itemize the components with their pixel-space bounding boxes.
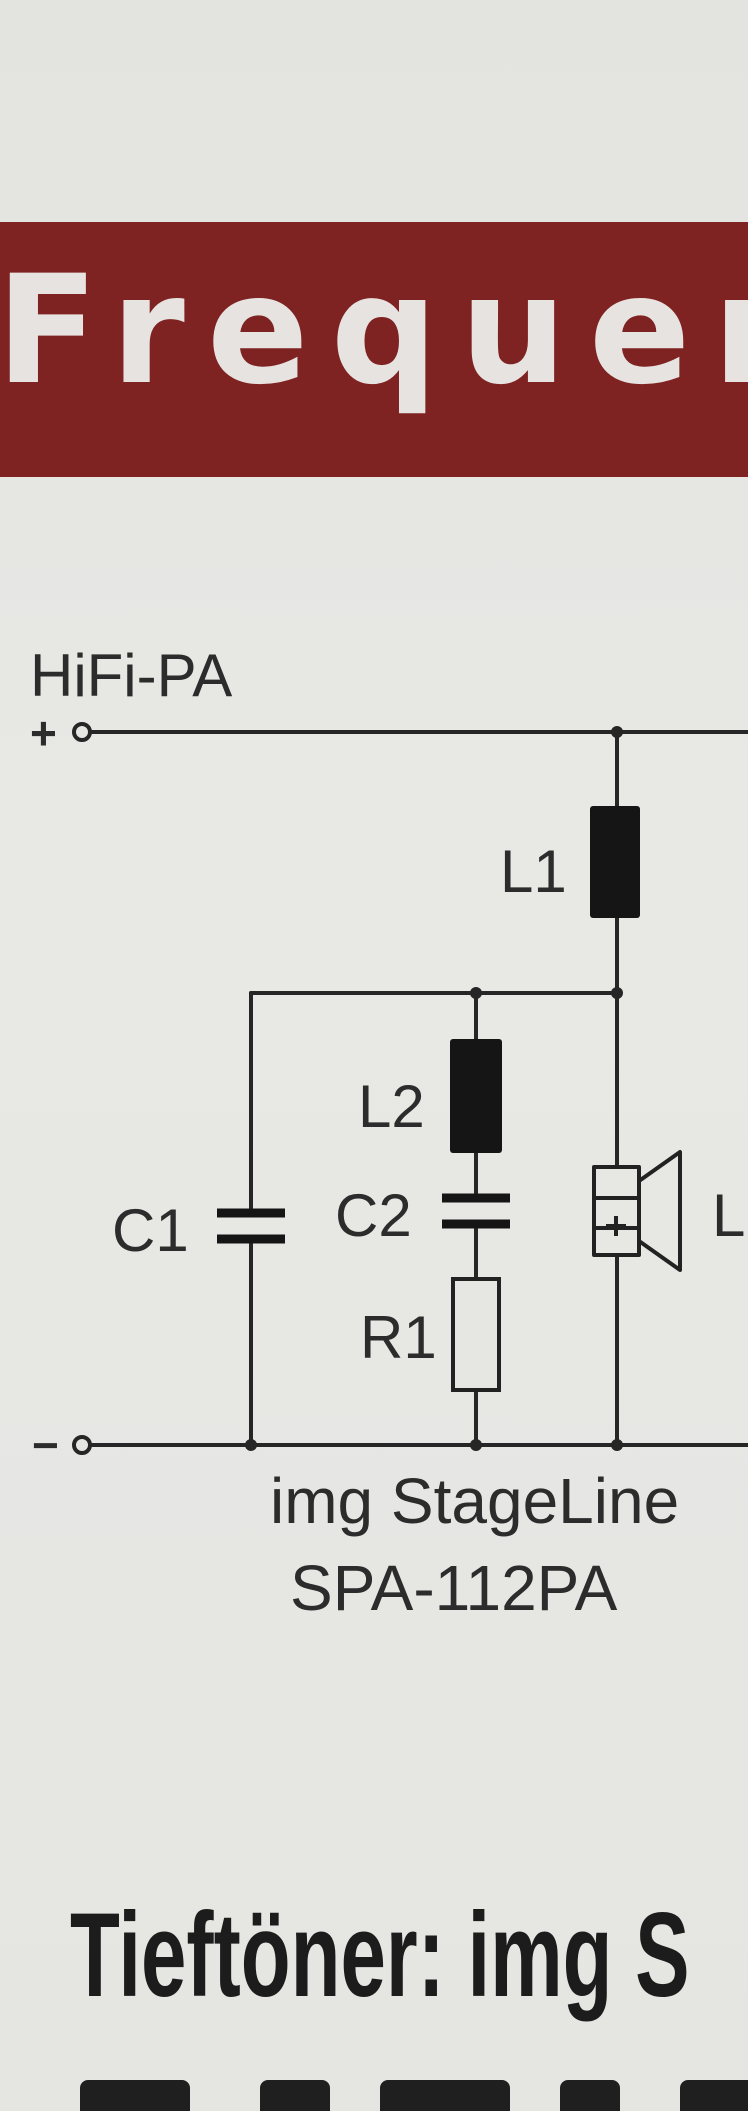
inductor-l1-body <box>590 806 640 918</box>
terminal-circle <box>72 722 92 742</box>
inductor-l2-body <box>450 1039 502 1153</box>
section-banner: Frequenzw <box>0 222 748 477</box>
minus-symbol: − <box>32 1419 59 1471</box>
c2-label: C2 <box>335 1182 412 1249</box>
banner-title: Frequenzw <box>0 244 748 418</box>
plus-symbol: + <box>30 707 57 759</box>
cropped-word <box>80 2080 190 2111</box>
speaker-plus-mark <box>606 1216 626 1236</box>
junction-dot <box>611 987 623 999</box>
junction-dot <box>611 726 623 738</box>
cropped-word <box>560 2080 620 2111</box>
l2-label: L2 <box>358 1073 425 1140</box>
speaker-icon <box>592 1150 682 1272</box>
cropped-word <box>380 2080 510 2111</box>
next-text-line-cropped <box>60 2080 748 2111</box>
r1-label: R1 <box>360 1304 437 1371</box>
input-label: HiFi-PA <box>30 642 232 709</box>
speaker-magnet <box>592 1165 641 1257</box>
speaker-label: L <box>712 1182 745 1249</box>
capacitor-c1-symbol <box>217 1208 285 1244</box>
wires <box>88 730 748 1447</box>
c1-label: C1 <box>112 1197 189 1264</box>
junction-dot <box>611 1439 623 1451</box>
junction-dot <box>470 987 482 999</box>
cropped-word <box>260 2080 330 2111</box>
footer-heading: Tieftöner: img S <box>70 1888 690 2022</box>
junction-dot <box>245 1439 257 1451</box>
plus-terminal: + <box>30 707 92 759</box>
cropped-word <box>680 2080 748 2111</box>
resistor-r1-body <box>451 1277 501 1392</box>
capacitor-c2-symbol <box>442 1193 510 1229</box>
speaker-cone <box>637 1150 682 1272</box>
junction-dot <box>470 1439 482 1451</box>
caption-line-1: img StageLine <box>270 1465 679 1537</box>
terminal-circle <box>72 1435 92 1455</box>
minus-terminal: − <box>32 1419 92 1471</box>
crossover-schematic: + − HiFi-PA L1 L2 C1 C2 R1 <box>30 642 748 1624</box>
caption-line-2: SPA-112PA <box>290 1552 618 1624</box>
junctions <box>245 726 623 1451</box>
l1-label: L1 <box>500 838 567 905</box>
